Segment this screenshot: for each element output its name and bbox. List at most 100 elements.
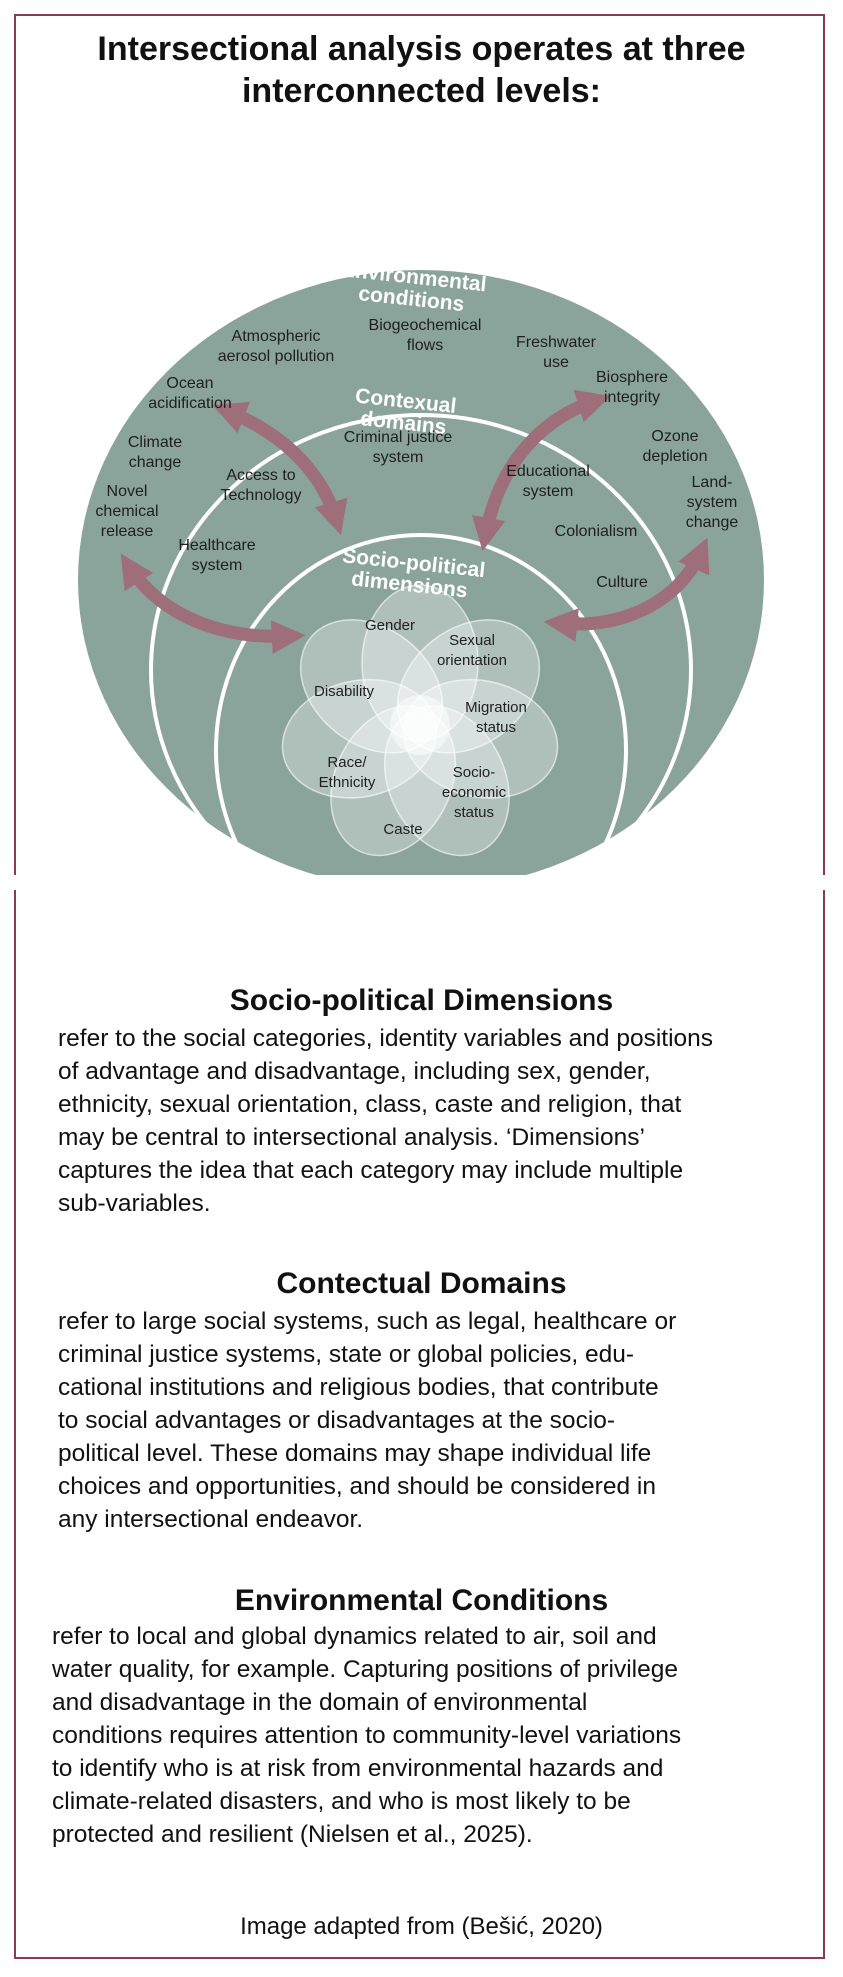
label-landsystem: Land-system change xyxy=(686,474,739,531)
page-title: Intersectional analysis operates at thre… xyxy=(30,28,813,112)
section-body-line: and disadvantage in the domain of enviro… xyxy=(52,1689,588,1716)
label-freshwater: Freshwater use xyxy=(516,334,597,371)
label-race-line: Race/ xyxy=(327,754,367,771)
label-climate: Climate change xyxy=(128,434,182,471)
label-socioeconomic-line: economic xyxy=(442,784,507,801)
arrow-right-high xyxy=(471,389,611,552)
label-novel: Novel chemical release xyxy=(95,483,158,540)
page-border xyxy=(14,14,825,1959)
section-body-line: water quality, for example. Capturing po… xyxy=(52,1656,678,1683)
section-body-line: refer to local and global dynamics relat… xyxy=(52,1623,657,1650)
label-landsystem-line: Land- xyxy=(692,474,733,491)
label-ozone-line: depletion xyxy=(643,448,708,465)
label-novel-line: chemical xyxy=(95,503,158,520)
section-body-line: cational institutions and religious bodi… xyxy=(58,1374,659,1401)
label-caste-line: Caste xyxy=(383,821,422,838)
section-body-line: conditions requires attention to communi… xyxy=(52,1722,682,1749)
section-body-line: ethnicity, sexual orientation, class, ca… xyxy=(58,1091,682,1118)
label-novel-line: release xyxy=(101,523,154,540)
section-body-line: criminal justice systems, state or globa… xyxy=(58,1341,634,1368)
label-landsystem-line: change xyxy=(686,514,739,531)
intersectional-levels-diagram: Environmental conditions Contexual domai… xyxy=(0,258,843,890)
socio-political-ring xyxy=(214,533,628,890)
section-body-line: to identify who is at risk from environm… xyxy=(52,1755,664,1782)
label-disability-line: Disability xyxy=(314,683,375,700)
label-educational-line: Educational xyxy=(506,463,590,480)
diagram-bottom-mask xyxy=(0,875,843,890)
contextual-heading: Contexual domains xyxy=(352,384,463,440)
label-biosphere-line: integrity xyxy=(604,389,660,406)
label-biosphere-line: Biosphere xyxy=(596,369,668,386)
label-novel-line: Novel xyxy=(107,483,148,500)
label-freshwater-line: use xyxy=(543,354,569,371)
label-migration: Migration status xyxy=(465,699,527,736)
label-biogeochemical-line: Biogeochemical xyxy=(369,317,482,334)
label-ozone-line: Ozone xyxy=(651,428,698,445)
label-ocean-line: acidification xyxy=(148,395,232,412)
label-race-line: Ethnicity xyxy=(319,774,376,791)
label-ozone: Ozone depletion xyxy=(643,428,708,465)
label-atmospheric: Atmospheric aerosol pollution xyxy=(218,328,335,365)
title-line-1: Intersectional analysis operates at thre… xyxy=(97,30,746,68)
label-atmospheric-line: aerosol pollution xyxy=(218,348,335,365)
label-biogeochemical: Biogeochemical flows xyxy=(369,317,482,354)
label-educational: Educational system xyxy=(506,463,590,500)
arrow-right-low xyxy=(543,537,710,642)
label-criminal: Criminal justice system xyxy=(344,429,453,466)
diagram-item-labels: Atmospheric aerosol pollution Biogeochemic… xyxy=(95,317,738,838)
section-body-line: climate-related disasters, and who is mo… xyxy=(52,1788,631,1815)
contextual-domains-ring xyxy=(149,413,693,890)
section-body-line: protected and resilient (Nielsen et al.,… xyxy=(52,1821,533,1848)
label-sexual-line: Sexual xyxy=(449,632,495,649)
section-heading: Contectual Domains xyxy=(276,1267,567,1300)
label-culture-line: Culture xyxy=(596,574,648,591)
section-body: refer to large social systems, such as l… xyxy=(58,1305,803,1536)
label-criminal-line: system xyxy=(373,449,424,466)
label-access-line: Technology xyxy=(221,487,302,504)
label-culture: Culture xyxy=(596,574,648,591)
label-colonialism-line: Colonialism xyxy=(555,523,638,540)
label-criminal-line: Criminal justice xyxy=(344,429,453,446)
label-gender-line: Gender xyxy=(365,617,415,634)
section-body-line: refer to large social systems, such as l… xyxy=(58,1308,677,1335)
label-ocean-line: Ocean xyxy=(166,375,213,392)
label-colonialism: Colonialism xyxy=(555,523,638,540)
label-biogeochemical-line: flows xyxy=(407,337,443,354)
section-heading: Environmental Conditions xyxy=(234,1584,609,1617)
label-socioeconomic-line: status xyxy=(454,804,494,821)
dimensions-flower xyxy=(281,584,559,857)
label-race: Race/Ethnicity xyxy=(319,754,376,791)
section-body-line: captures the idea that each category may… xyxy=(58,1157,684,1184)
label-disability: Disability xyxy=(314,683,375,700)
label-access: Access to Technology xyxy=(221,467,302,504)
section-body-line: refer to the social categories, identity… xyxy=(58,1025,714,1052)
section-body-line: may be central to intersectional analysi… xyxy=(58,1124,645,1151)
label-healthcare: Healthcare system xyxy=(178,537,255,574)
section-body: refer to local and global dynamics relat… xyxy=(52,1620,803,1851)
section-body-line: to social advantages or disadvantages at… xyxy=(58,1407,616,1434)
label-healthcare-line: Healthcare xyxy=(178,537,255,554)
section-body: refer to the social categories, identity… xyxy=(58,1022,803,1220)
image-credit: Image adapted from (Bešić, 2020) xyxy=(240,1913,603,1940)
label-climate-line: change xyxy=(129,454,182,471)
section-body-line: political level. These domains may shape… xyxy=(58,1440,652,1467)
label-healthcare-line: system xyxy=(192,557,243,574)
label-access-line: Access to xyxy=(226,467,295,484)
arrow-left-high xyxy=(212,401,348,535)
section-body-line: choices and opportunities, and should be… xyxy=(58,1473,656,1500)
title-line-2: interconnected levels: xyxy=(241,72,601,110)
label-migration-line: status xyxy=(476,719,516,736)
label-biosphere: Biosphere integrity xyxy=(596,369,668,406)
label-atmospheric-line: Atmospheric xyxy=(232,328,321,345)
flower-center xyxy=(390,695,450,755)
label-socioeconomic-line: Socio- xyxy=(453,764,496,781)
label-landsystem-line: system xyxy=(687,494,738,511)
section-body-line: any intersectional endeavor. xyxy=(58,1506,364,1533)
label-freshwater-line: Freshwater xyxy=(516,334,597,351)
label-migration-line: Migration xyxy=(465,699,527,716)
label-ocean: Ocean acidification xyxy=(148,375,232,412)
label-climate-line: Climate xyxy=(128,434,182,451)
label-caste: Caste xyxy=(383,821,422,838)
label-educational-line: system xyxy=(523,483,574,500)
